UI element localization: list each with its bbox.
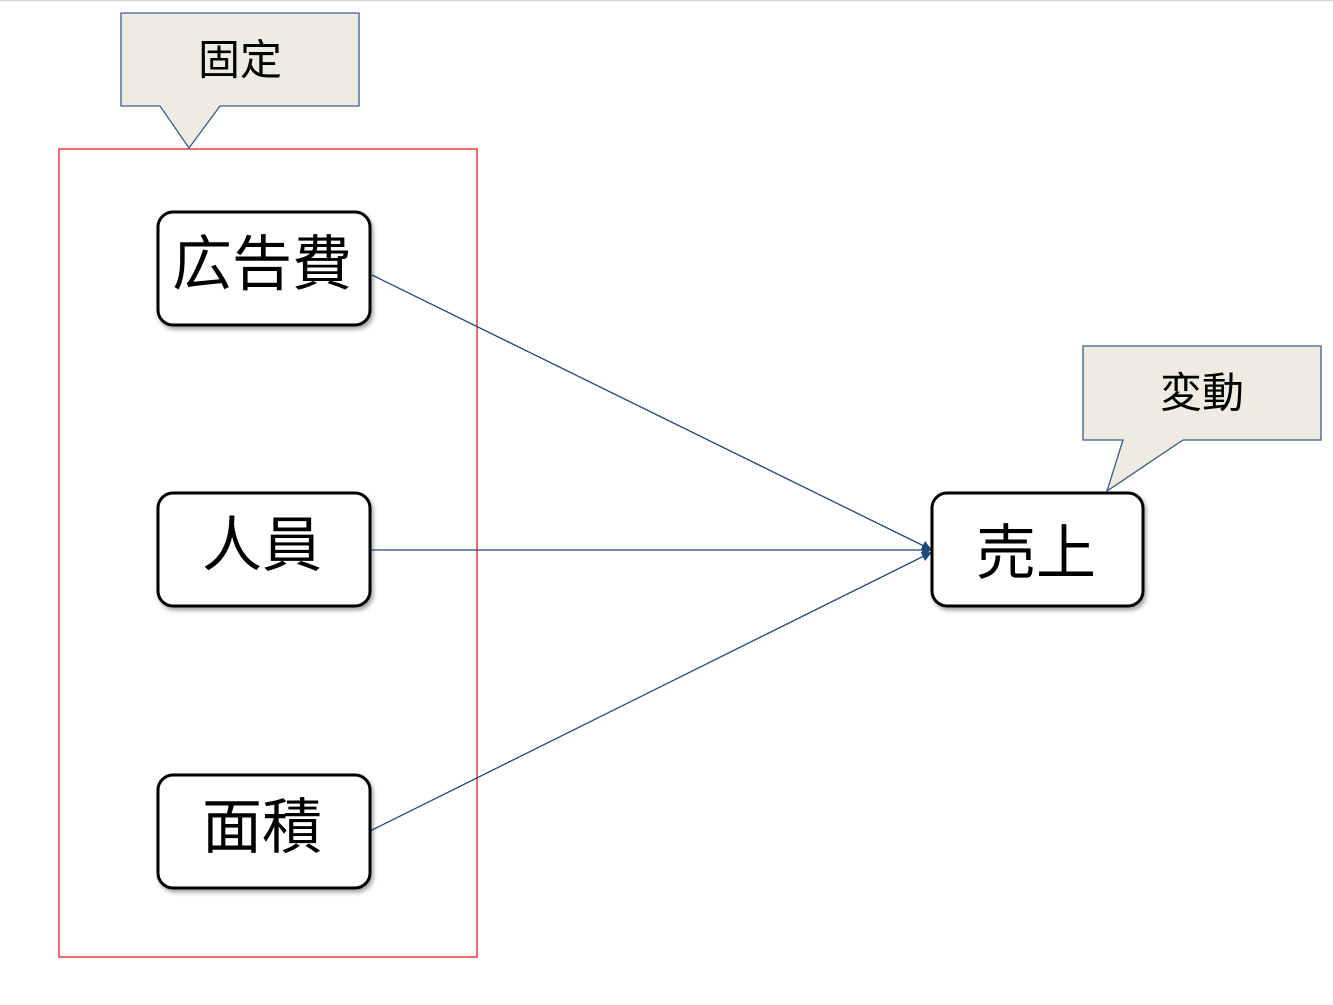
arrow-area-to-sales — [369, 552, 932, 832]
fixed-group-border — [58, 148, 478, 958]
node-area — [156, 773, 372, 890]
callout-variable-label: 変動 — [1160, 369, 1244, 418]
callout-fixed — [120, 12, 360, 150]
node-area-label: 面積 — [202, 793, 322, 863]
callout-fixed-label: 固定 — [198, 36, 282, 85]
callout-variable — [1082, 345, 1322, 493]
node-advertising — [156, 210, 372, 327]
node-staff-label: 人員 — [202, 511, 322, 581]
node-advertising-label: 広告費 — [172, 230, 352, 300]
node-sales-label: 売上 — [976, 519, 1096, 589]
node-staff — [156, 491, 372, 608]
arrow-advertising-to-sales — [371, 274, 932, 550]
node-sales — [930, 491, 1145, 608]
